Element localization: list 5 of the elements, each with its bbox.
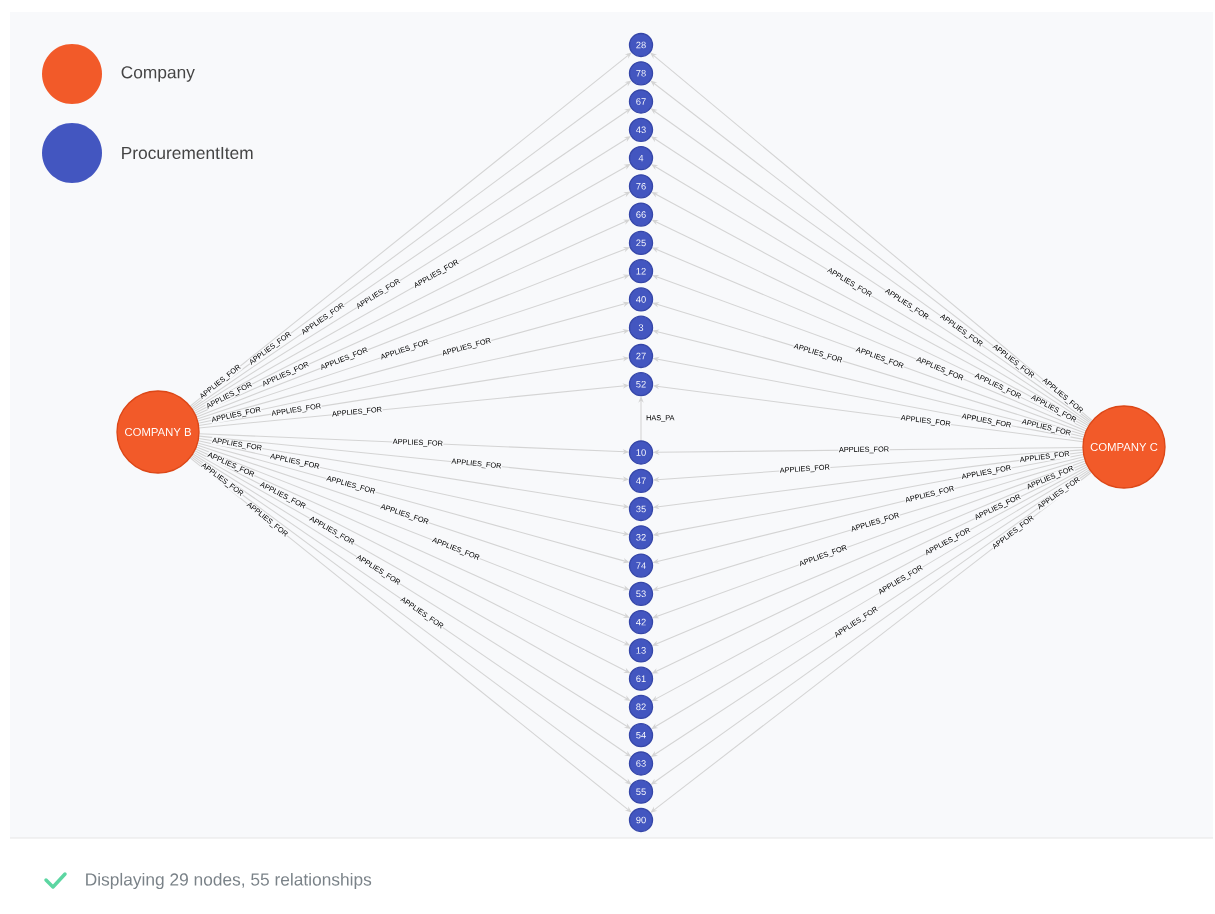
legend-label: ProcurementItem: [122, 146, 253, 160]
arrow: [652, 460, 1086, 619]
arrow: [196, 444, 630, 591]
status-text: Displaying 29 nodes, 55 relationships: [86, 872, 372, 890]
legend-label: Company: [121, 66, 195, 82]
